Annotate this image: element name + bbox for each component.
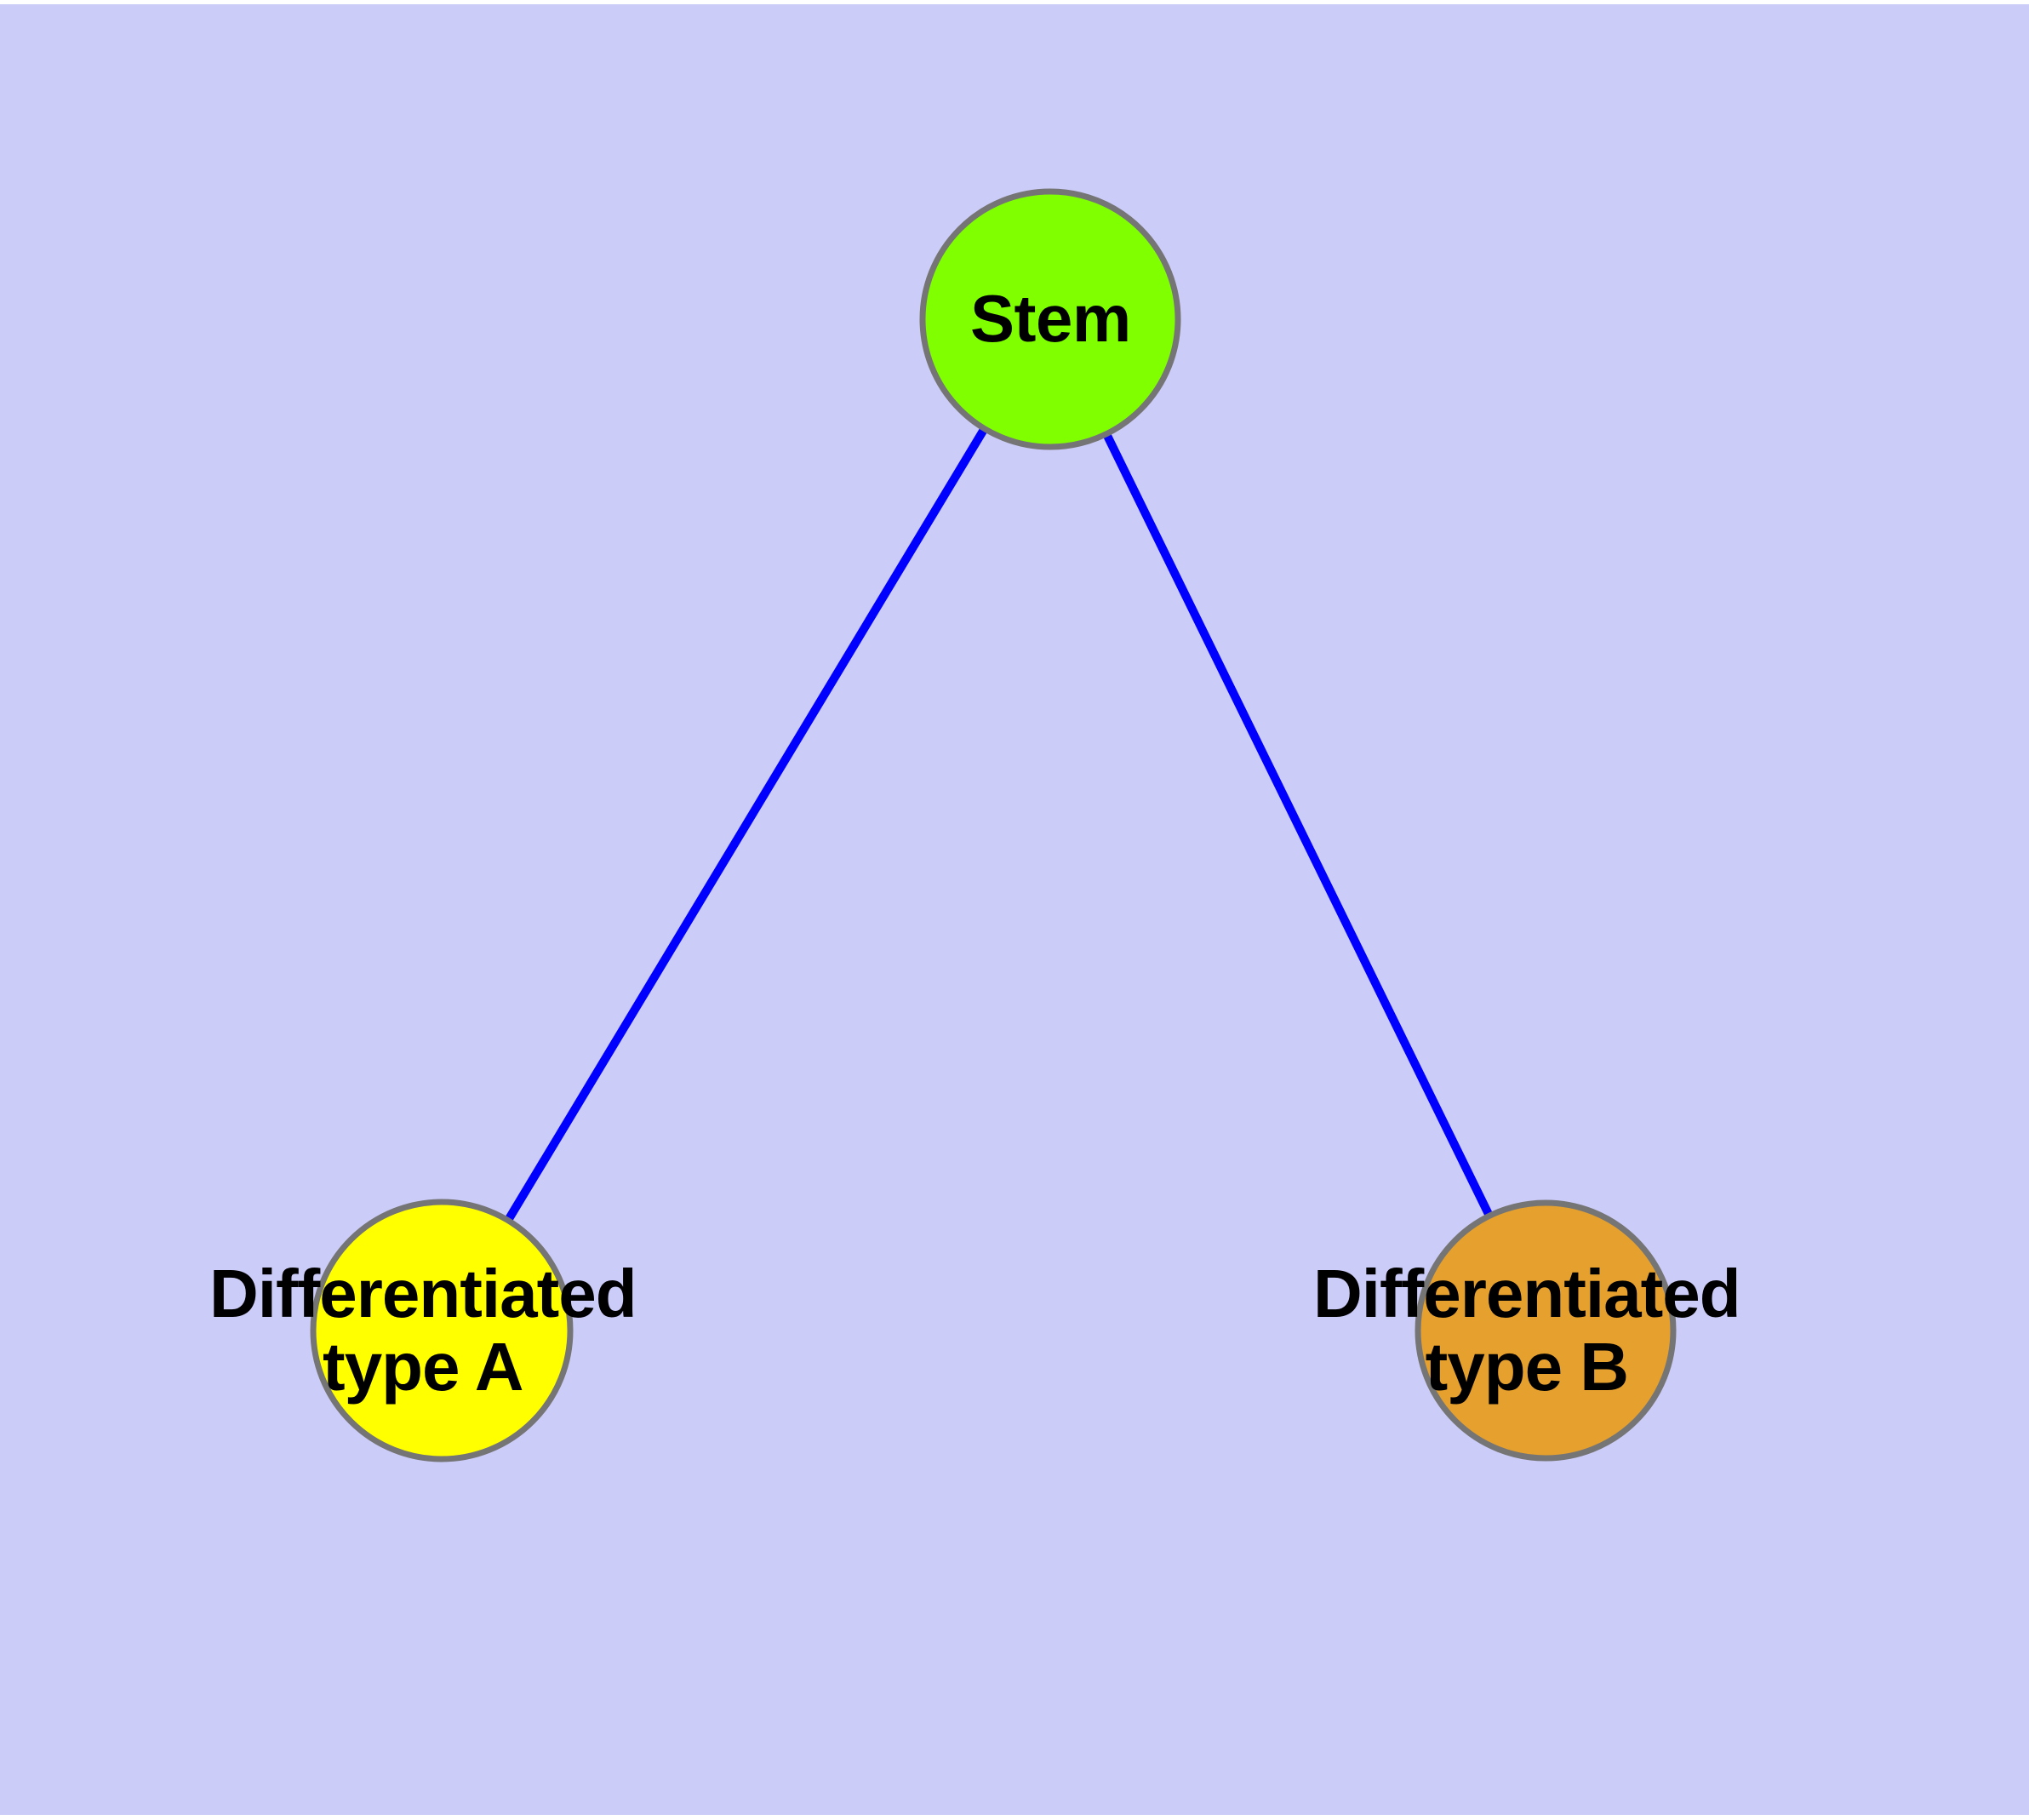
graph-edge[interactable] bbox=[437, 317, 1055, 1333]
nodes-layer bbox=[310, 188, 1677, 1462]
graph-node-diff-a[interactable] bbox=[310, 1199, 574, 1462]
edges-layer bbox=[437, 317, 1550, 1333]
graph-edge[interactable] bbox=[1046, 317, 1550, 1333]
graph-node-diff-b[interactable] bbox=[1415, 1199, 1677, 1462]
graph-node-stem[interactable] bbox=[919, 188, 1181, 450]
